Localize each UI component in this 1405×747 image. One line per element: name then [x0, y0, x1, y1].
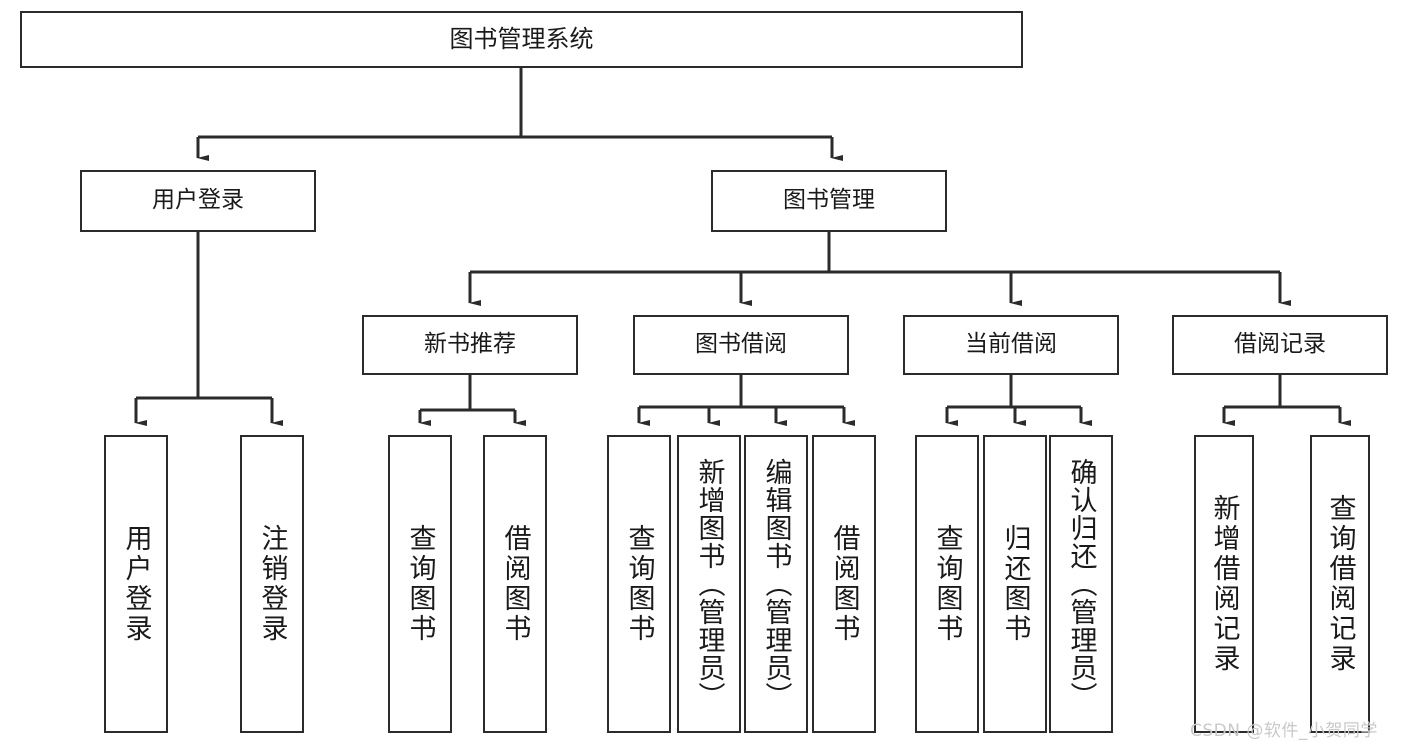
node-label: 新增图书（管理员）	[693, 458, 725, 710]
leaf-node-leaf-borrow-book-2[interactable]: 借阅图书	[812, 435, 876, 733]
node-label: 用户登录	[120, 524, 152, 644]
node-label: 查询图书	[931, 524, 963, 644]
node-label: 图书借阅	[695, 331, 787, 358]
csdn-watermark: CSDN @软件_小贺同学	[1190, 721, 1378, 741]
node-label: 编辑图书（管理员）	[760, 458, 792, 710]
node-label: 注销登录	[256, 524, 288, 644]
leaf-node-leaf-query-book-1[interactable]: 查询图书	[388, 435, 452, 733]
node-label: 归还图书	[999, 524, 1031, 644]
node-book-manage[interactable]: 图书管理	[711, 170, 947, 232]
node-label: 用户登录	[152, 187, 244, 214]
node-label: 查询借阅记录	[1324, 494, 1356, 674]
leaf-node-leaf-return-book[interactable]: 归还图书	[983, 435, 1047, 733]
leaf-node-leaf-query-record[interactable]: 查询借阅记录	[1310, 435, 1370, 733]
node-root[interactable]: 图书管理系统	[20, 11, 1023, 68]
node-label: 借阅图书	[828, 524, 860, 644]
node-label: 新书推荐	[424, 331, 516, 358]
leaf-node-leaf-user-login[interactable]: 用户登录	[104, 435, 168, 733]
node-borrow-record[interactable]: 借阅记录	[1172, 315, 1388, 375]
leaf-node-leaf-query-book-2[interactable]: 查询图书	[607, 435, 671, 733]
leaf-node-leaf-query-book-3[interactable]: 查询图书	[915, 435, 979, 733]
node-label: 新增借阅记录	[1208, 494, 1240, 674]
node-label: 确认归还（管理员）	[1065, 458, 1097, 710]
node-label: 当前借阅	[965, 331, 1057, 358]
leaf-node-leaf-borrow-book-1[interactable]: 借阅图书	[483, 435, 547, 733]
node-user-login[interactable]: 用户登录	[80, 170, 316, 232]
node-label: 查询图书	[623, 524, 655, 644]
leaf-node-leaf-add-record[interactable]: 新增借阅记录	[1194, 435, 1254, 733]
node-book-borrow[interactable]: 图书借阅	[633, 315, 849, 375]
node-label: 借阅图书	[499, 524, 531, 644]
node-label: 查询图书	[404, 524, 436, 644]
node-new-book-recommend[interactable]: 新书推荐	[362, 315, 578, 375]
node-label: 图书管理系统	[449, 25, 594, 54]
leaf-node-leaf-confirm-return[interactable]: 确认归还（管理员）	[1049, 435, 1113, 733]
node-current-borrow[interactable]: 当前借阅	[903, 315, 1119, 375]
leaf-node-leaf-logout[interactable]: 注销登录	[240, 435, 304, 733]
leaf-node-leaf-edit-book[interactable]: 编辑图书（管理员）	[744, 435, 808, 733]
node-label: 图书管理	[783, 187, 875, 214]
leaf-node-leaf-add-book[interactable]: 新增图书（管理员）	[677, 435, 741, 733]
node-label: 借阅记录	[1234, 331, 1326, 358]
